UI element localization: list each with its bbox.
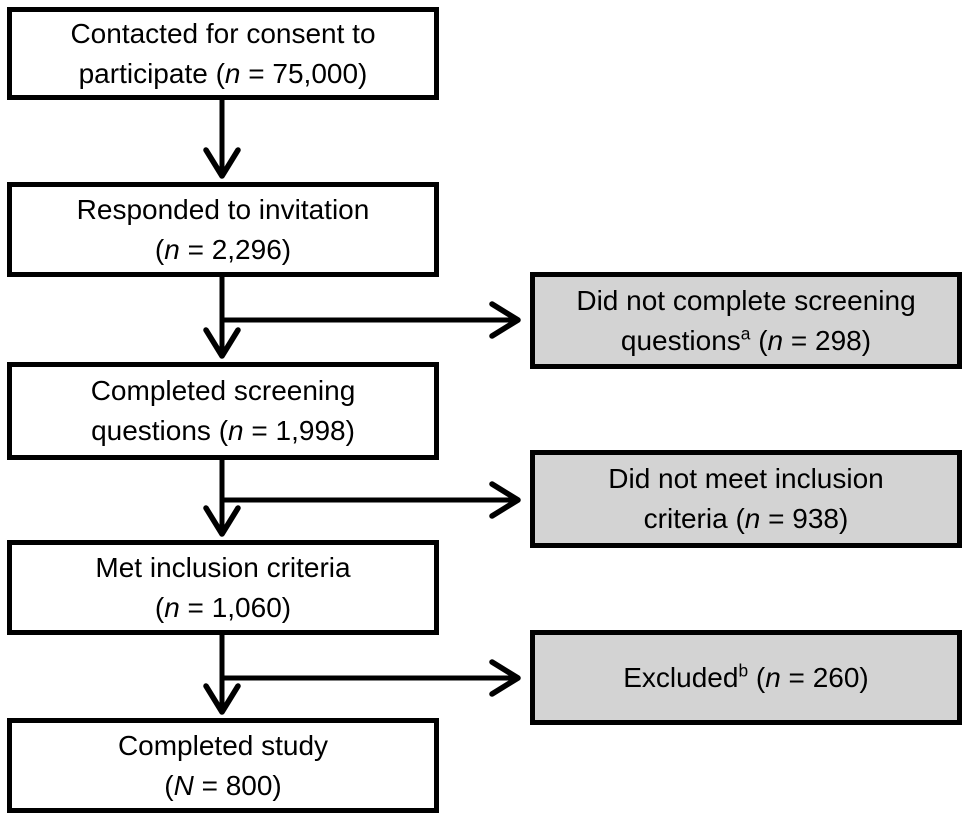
box-completed-study-label: Completed study(N = 800) <box>117 729 329 801</box>
box-responded-to-invitation: Responded to invitation(n = 2,296) <box>7 182 439 277</box>
box-excluded: Excludedb (n = 260) <box>530 630 962 725</box>
box-met-inclusion-criteria: Met inclusion criteria(n = 1,060) <box>7 540 439 635</box>
box-excluded-label: Excludedb (n = 260) <box>623 660 869 693</box>
box-completed-study: Completed study(N = 800) <box>7 718 439 813</box>
box-responded-label: Responded to invitation(n = 2,296) <box>76 193 370 265</box>
box-met-criteria-label: Met inclusion criteria(n = 1,060) <box>95 551 351 623</box>
